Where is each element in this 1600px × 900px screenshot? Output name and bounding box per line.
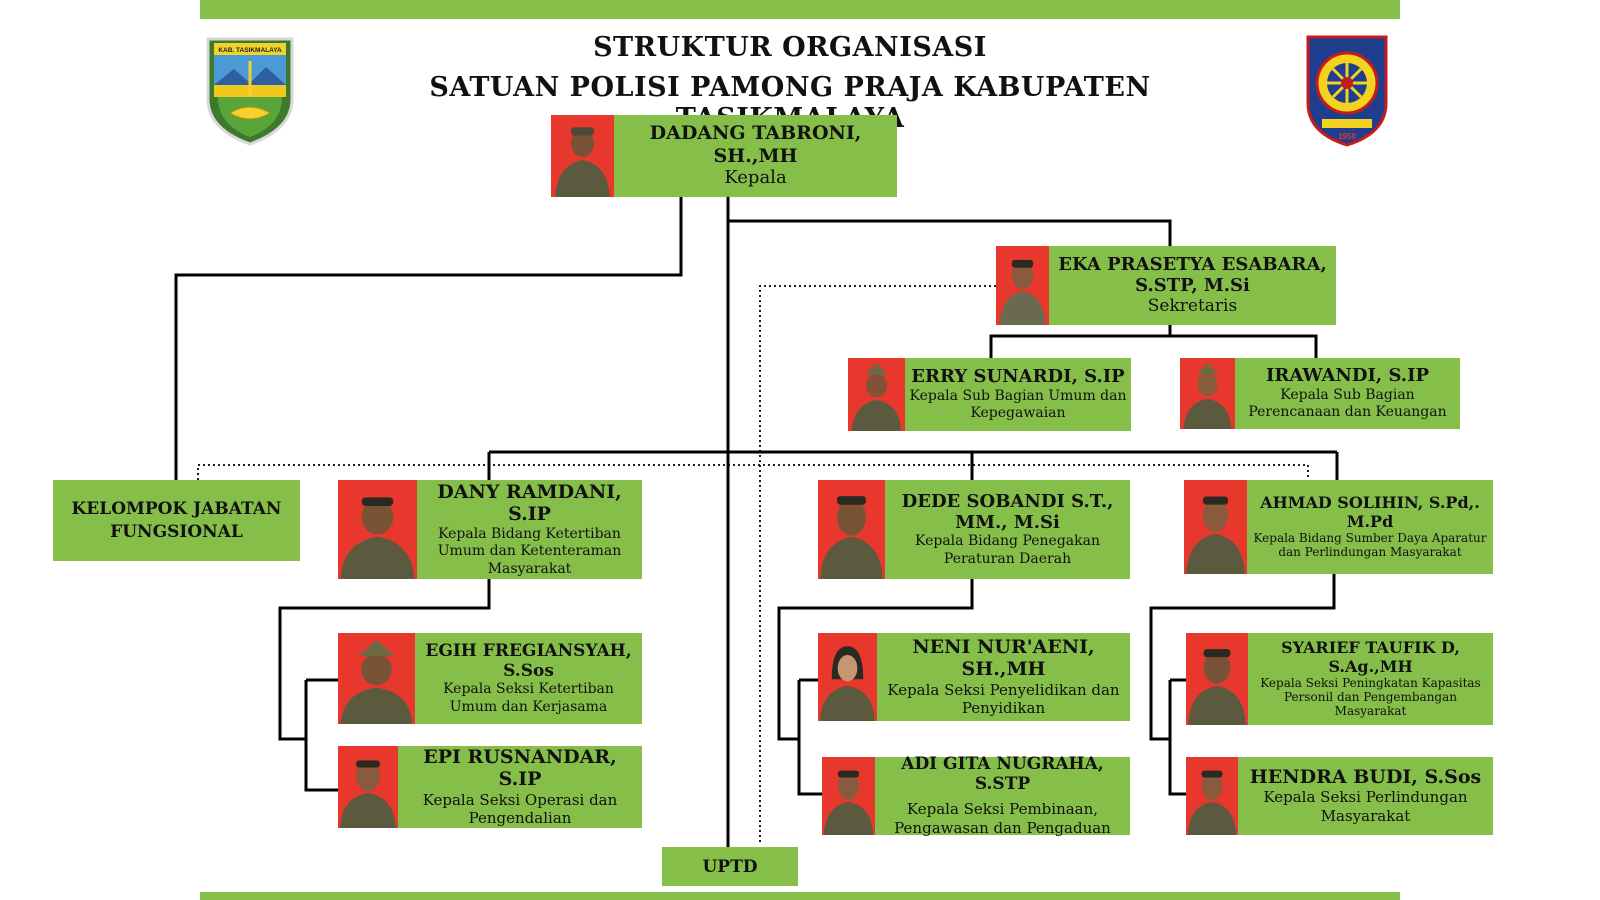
- uptd-label: UPTD: [702, 856, 758, 877]
- bidang-perda-role: Kepala Bidang Penegakan Peraturan Daerah: [915, 533, 1100, 567]
- node-seksi-linmas[interactable]: HENDRA BUDI, S.Sos Kepala Seksi Perlindu…: [1186, 757, 1493, 835]
- node-subbag-umum[interactable]: ERRY SUNARDI, S.IP Kepala Sub Bagian Umu…: [848, 358, 1131, 431]
- bidang-tibum-role: Kepala Bidang Ketertiban Umum dan Ketent…: [437, 525, 622, 577]
- seksi-operasi-photo: [338, 746, 398, 828]
- node-bidang-tibum[interactable]: DANY RAMDANI, S.IP Kepala Bidang Keterti…: [338, 480, 642, 579]
- node-uptd[interactable]: UPTD: [662, 847, 798, 886]
- line-kepala-fungsional: [174, 197, 683, 480]
- subbag-umum-photo: [848, 358, 905, 431]
- bidang-sda-name: AHMAD SOLIHIN, S.Pd,. M.Pd: [1260, 493, 1480, 532]
- bidang-sda-role: Kepala Bidang Sumber Daya Aparatur dan P…: [1253, 531, 1487, 559]
- seksi-penyelidikan-photo: [818, 633, 877, 721]
- seksi-penyelidikan-role: Kepala Seksi Penyelidikan dan Penyidikan: [887, 680, 1120, 718]
- node-bidang-perda[interactable]: DEDE SOBANDI S.T., MM., M.Si Kepala Bida…: [818, 480, 1130, 579]
- svg-text:KAB. TASIKMALAYA: KAB. TASIKMALAYA: [218, 47, 282, 54]
- seksi-linmas-name: HENDRA BUDI, S.Sos: [1249, 766, 1482, 789]
- subbag-perencanaan-name: IRAWANDI, S.IP: [1265, 365, 1430, 387]
- seksi-kapasitas-role: Kepala Seksi Peningkatan Kapasitas Perso…: [1260, 676, 1481, 718]
- seksi-pembinaan-role: Kepala Seksi Pembinaan, Pengawasan dan P…: [894, 800, 1111, 838]
- bottom-green-band: [200, 892, 1400, 900]
- bidang-tibum-name: DANY RAMDANI, S.IP: [437, 480, 622, 526]
- kepala-role: Kepala: [724, 167, 787, 189]
- bidang-perda-name: DEDE SOBANDI S.T., MM., M.Si: [901, 490, 1114, 533]
- node-seksi-kapasitas[interactable]: SYARIEF TAUFIK D, S.Ag.,MH Kepala Seksi …: [1186, 633, 1493, 725]
- sekretaris-role: Sekretaris: [1147, 296, 1238, 317]
- seksi-tibum-name: EGIH FREGIANSYAH, S.Sos: [425, 640, 632, 681]
- node-subbag-perencanaan[interactable]: IRAWANDI, S.IP Kepala Sub Bagian Perenca…: [1180, 358, 1460, 429]
- seksi-penyelidikan-name: NENI NUR'AENI, SH.,MH: [912, 635, 1095, 681]
- node-seksi-penyelidikan[interactable]: NENI NUR'AENI, SH.,MH Kepala Seksi Penye…: [818, 633, 1130, 721]
- kepala-photo: [551, 115, 614, 197]
- node-seksi-pembinaan[interactable]: ADI GITA NUGRAHA, S.STP Kepala Seksi Pem…: [822, 754, 1130, 838]
- subbag-umum-name: ERRY SUNARDI, S.IP: [911, 366, 1125, 388]
- bidang-perda-photo: [818, 480, 885, 579]
- sekretaris-name: EKA PRASETYA ESABARA, S.STP, M.Si: [1058, 253, 1327, 296]
- node-bidang-sda[interactable]: AHMAD SOLIHIN, S.Pd,. M.Pd Kepala Bidang…: [1184, 480, 1493, 574]
- dotted-sekretaris-link: [759, 285, 996, 845]
- seksi-linmas-role: Kepala Seksi Perlindungan Masyarakat: [1263, 788, 1468, 826]
- seksi-tibum-role: Kepala Seksi Ketertiban Umum dan Kerjasa…: [443, 681, 614, 715]
- jabatan-fungsional-label: KELOMPOK JABATAN FUNGSIONAL: [71, 498, 282, 542]
- svg-text:1950: 1950: [1338, 132, 1356, 141]
- line-kepala-sekretaris: [728, 219, 1172, 246]
- seksi-operasi-name: EPI RUSNANDAR, S.IP: [423, 745, 617, 791]
- seksi-pembinaan-name: ADI GITA NUGRAHA, S.STP: [901, 754, 1104, 795]
- dotted-fungsional-link: [197, 464, 1309, 480]
- kabupaten-tasikmalaya-logo: KAB. TASIKMALAYA: [206, 37, 294, 146]
- node-kepala[interactable]: DADANG TABRONI, SH.,MH Kepala: [551, 115, 897, 197]
- subbag-perencanaan-role: Kepala Sub Bagian Perencanaan dan Keuang…: [1248, 386, 1447, 421]
- line-bidang-sda-seksi: [1149, 574, 1336, 796]
- seksi-linmas-photo: [1186, 757, 1238, 835]
- kepala-name: DADANG TABRONI, SH.,MH: [649, 122, 862, 167]
- top-green-band: [200, 0, 1400, 19]
- line-sekretaris-subbag: [989, 325, 1318, 358]
- node-sekretaris[interactable]: EKA PRASETYA ESABARA, S.STP, M.Si Sekret…: [996, 246, 1336, 325]
- sekretaris-photo: [996, 246, 1049, 325]
- seksi-kapasitas-photo: [1186, 633, 1248, 725]
- satpol-pp-emblem-logo: 1950: [1306, 35, 1388, 147]
- seksi-kapasitas-name: SYARIEF TAUFIK D, S.Ag.,MH: [1281, 638, 1460, 677]
- node-seksi-tibum[interactable]: EGIH FREGIANSYAH, S.Sos Kepala Seksi Ket…: [338, 633, 642, 724]
- node-jabatan-fungsional[interactable]: KELOMPOK JABATAN FUNGSIONAL: [53, 480, 300, 561]
- bidang-sda-photo: [1184, 480, 1247, 574]
- node-seksi-operasi[interactable]: EPI RUSNANDAR, S.IP Kepala Seksi Operasi…: [338, 746, 642, 828]
- bidang-tibum-photo: [338, 480, 417, 579]
- subbag-perencanaan-photo: [1180, 358, 1235, 429]
- line-bidang-perda-seksi: [777, 579, 974, 796]
- seksi-operasi-role: Kepala Seksi Operasi dan Pengendalian: [422, 790, 618, 828]
- seksi-tibum-photo: [338, 633, 415, 724]
- seksi-pembinaan-photo: [822, 757, 875, 835]
- line-bidang-tibum-seksi: [278, 579, 491, 792]
- line-bidang-bus: [487, 450, 1339, 480]
- subbag-umum-role: Kepala Sub Bagian Umum dan Kepegawaian: [909, 387, 1127, 422]
- title-line-1: STRUKTUR ORGANISASI: [593, 32, 987, 63]
